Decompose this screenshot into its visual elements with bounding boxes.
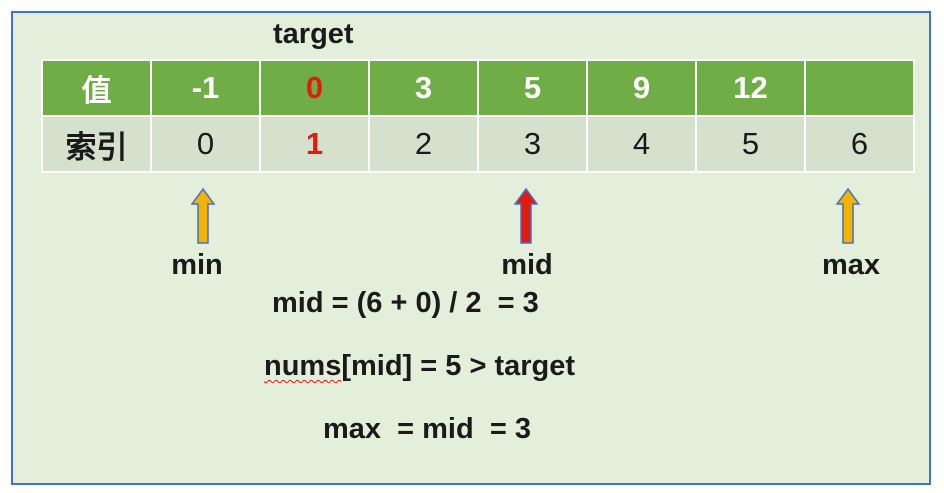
nums-word: nums bbox=[264, 350, 342, 382]
comparison-equation: nums[mid] = 5 > target bbox=[264, 348, 575, 384]
index-cell: 6 bbox=[804, 115, 915, 173]
value-cell: 12 bbox=[695, 59, 806, 117]
comparison-rest: [mid] = 5 > target bbox=[341, 350, 576, 382]
value-header: 值 bbox=[41, 59, 152, 117]
value-cell-target: 0 bbox=[259, 59, 370, 117]
index-cell: 2 bbox=[368, 115, 479, 173]
index-cell: 4 bbox=[586, 115, 697, 173]
value-cell: 9 bbox=[586, 59, 697, 117]
index-cell-target: 1 bbox=[259, 115, 370, 173]
index-cell: 5 bbox=[695, 115, 806, 173]
min-arrow-shape bbox=[191, 188, 215, 244]
mid-arrow-icon bbox=[514, 188, 538, 244]
value-cell-empty bbox=[804, 59, 915, 117]
mid-equation: mid = (6 + 0) / 2 = 3 bbox=[272, 287, 539, 319]
mid-label: mid bbox=[501, 249, 553, 281]
max-arrow-shape bbox=[836, 188, 860, 244]
max-label: max bbox=[821, 249, 881, 281]
index-header: 索引 bbox=[41, 115, 152, 173]
value-cell: 3 bbox=[368, 59, 479, 117]
array-table: 值 -1 0 3 5 9 12 索引 0 1 2 3 4 5 6 bbox=[41, 59, 915, 173]
max-arrow-icon bbox=[836, 188, 860, 244]
index-cell: 0 bbox=[150, 115, 261, 173]
index-row: 索引 0 1 2 3 4 5 6 bbox=[41, 115, 915, 173]
value-cell: -1 bbox=[150, 59, 261, 117]
index-cell: 3 bbox=[477, 115, 588, 173]
target-label: target bbox=[273, 18, 354, 50]
max-update-equation: max = mid = 3 bbox=[323, 413, 531, 445]
min-label: min bbox=[171, 249, 223, 281]
value-cell: 5 bbox=[477, 59, 588, 117]
value-row: 值 -1 0 3 5 9 12 bbox=[41, 59, 915, 117]
min-arrow-icon bbox=[191, 188, 215, 244]
mid-arrow-shape bbox=[514, 188, 538, 244]
